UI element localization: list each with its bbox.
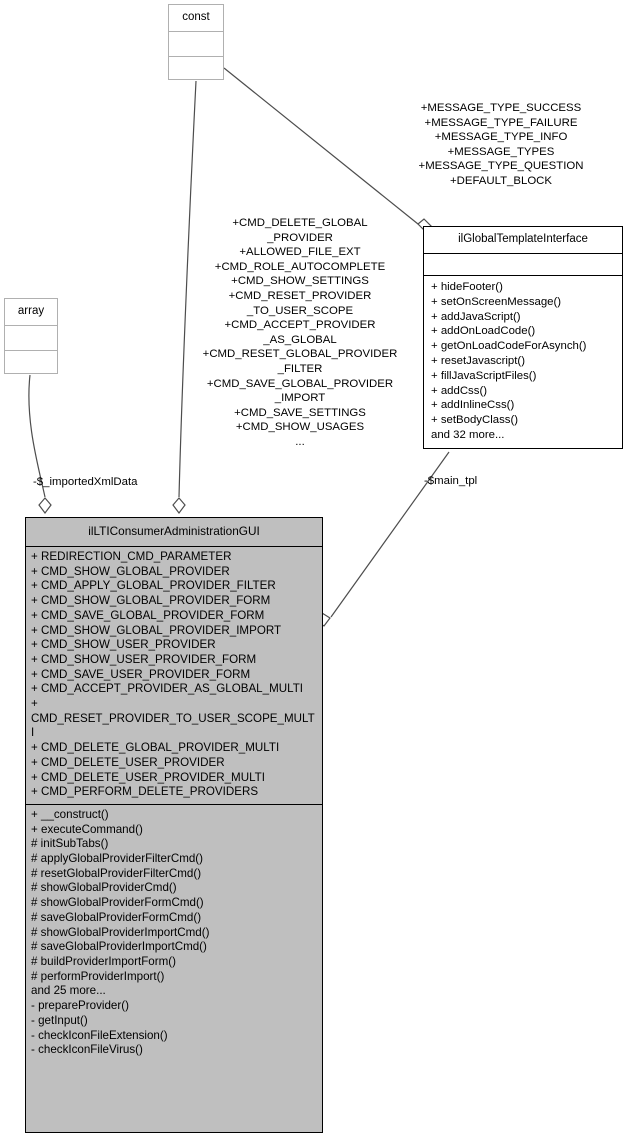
interface-method-9: + setBodyClass() (431, 414, 519, 427)
node-main-attributes: + REDIRECTION_CMD_PARAMETER+ CMD_SHOW_GL… (26, 546, 322, 804)
main-method-3: # applyGlobalProviderFilterCmd() (31, 852, 204, 866)
interface-method-2: + addJavaScript() (431, 310, 521, 323)
interface-method-0: + hideFooter() (431, 281, 503, 293)
main-method-11: # performProviderImport() (31, 969, 165, 983)
main-attribute-1: + CMD_SHOW_GLOBAL_PROVIDER (31, 564, 230, 578)
main-method-8: # showGlobalProviderImportCmd() (31, 925, 210, 939)
main-method-0: + __construct() (31, 807, 109, 821)
main-method-5: # showGlobalProviderCmd() (31, 881, 177, 895)
main-method-9: # saveGlobalProviderImportCmd() (31, 940, 207, 954)
main-attribute-5: + CMD_SHOW_GLOBAL_PROVIDER_IMPORT (31, 623, 282, 637)
main-attribute-12: + CMD_DELETE_USER_PROVIDER (31, 755, 225, 769)
node-interface-title: ilGlobalTemplateInterface (458, 233, 588, 245)
node-array-methods (5, 350, 57, 375)
interface-method-8: + addInlineCss() (431, 399, 515, 412)
main-method-4: # resetGlobalProviderFilterCmd() (31, 866, 202, 880)
edge-label-const-to-main: +CMD_DELETE_GLOBAL _PROVIDER +ALLOWED_FI… (202, 217, 398, 448)
node-main-methods: + __construct()+ executeCommand()# initS… (26, 803, 322, 1062)
aggregation-diamond-main-left (38, 497, 52, 514)
node-interface-attributes (424, 253, 622, 275)
node-const[interactable]: const (168, 4, 224, 80)
node-array-title: array (17, 305, 45, 317)
main-attribute-8: + CMD_SAVE_USER_PROVIDER_FORM (31, 667, 251, 681)
main-attribute-0: + REDIRECTION_CMD_PARAMETER (31, 550, 232, 563)
main-method-15: - checkIconFileExtension() (31, 1028, 168, 1042)
edge-label-const-to-interface: +MESSAGE_TYPE_SUCCESS +MESSAGE_TYPE_FAIL… (418, 102, 584, 187)
node-const-attributes (169, 31, 223, 56)
interface-method-7: + addCss() (431, 384, 488, 397)
main-attribute-2: + CMD_APPLY_GLOBAL_PROVIDER_FILTER (31, 579, 276, 593)
node-const-title: const (182, 11, 210, 23)
edge-label-imported-xml-data: -$_importedXmlData (33, 476, 138, 488)
main-attribute-6: + CMD_SHOW_USER_PROVIDER (31, 638, 216, 652)
interface-method-6: + fillJavaScriptFiles() (431, 369, 537, 382)
main-method-14: - getInput() (31, 1013, 88, 1027)
node-const-methods (169, 56, 223, 81)
main-attribute-3: + CMD_SHOW_GLOBAL_PROVIDER_FORM (31, 594, 271, 608)
node-global-template-interface[interactable]: ilGlobalTemplateInterface + hideFooter()… (423, 226, 623, 449)
node-main-title: ilLTIConsumerAdministrationGUI (26, 518, 322, 546)
interface-method-3: + addOnLoadCode() (431, 325, 536, 338)
aggregation-diamond-main-top (172, 497, 186, 514)
interface-method-1: + setOnScreenMessage() (431, 295, 562, 308)
main-method-2: # initSubTabs() (31, 837, 109, 851)
edge-label-main-tpl: -$main_tpl (424, 475, 478, 487)
main-attribute-11: + CMD_DELETE_GLOBAL_PROVIDER_MULTI (31, 741, 280, 755)
node-array[interactable]: array (4, 298, 58, 374)
main-attribute-9: + CMD_ACCEPT_PROVIDER_AS_GLOBAL_MULTI (31, 682, 303, 696)
node-lti-consumer-administration-gui[interactable]: ilLTIConsumerAdministrationGUI + REDIREC… (25, 517, 323, 1133)
main-method-1: + executeCommand() (31, 822, 143, 836)
main-method-16: - checkIconFileVirus() (31, 1043, 143, 1057)
interface-method-5: + resetJavascript() (431, 354, 526, 367)
node-interface-methods: + hideFooter() + setOnScreenMessage() + ad… (424, 275, 622, 447)
main-attribute-13: + CMD_DELETE_USER_PROVIDER_MULTI (31, 770, 265, 784)
main-method-13: - prepareProvider() (31, 999, 129, 1013)
main-method-12: and 25 more... (31, 984, 106, 998)
main-method-6: # showGlobalProviderFormCmd() (31, 896, 204, 910)
main-attribute-14: + CMD_PERFORM_DELETE_PROVIDERS (31, 785, 259, 799)
interface-method-10: and 32 more... (431, 428, 505, 441)
main-method-10: # buildProviderImportForm() (31, 954, 176, 968)
node-array-attributes (5, 325, 57, 350)
main-attribute-10: + CMD_RESET_PROVIDER_TO_USER_SCOPE_MULTI (31, 697, 315, 740)
main-method-7: # saveGlobalProviderFormCmd() (31, 910, 202, 924)
main-attribute-7: + CMD_SHOW_USER_PROVIDER_FORM (31, 652, 257, 666)
main-attribute-4: + CMD_SAVE_GLOBAL_PROVIDER_FORM (31, 608, 265, 622)
interface-method-4: + getOnLoadCodeForAsynch() (431, 340, 587, 353)
